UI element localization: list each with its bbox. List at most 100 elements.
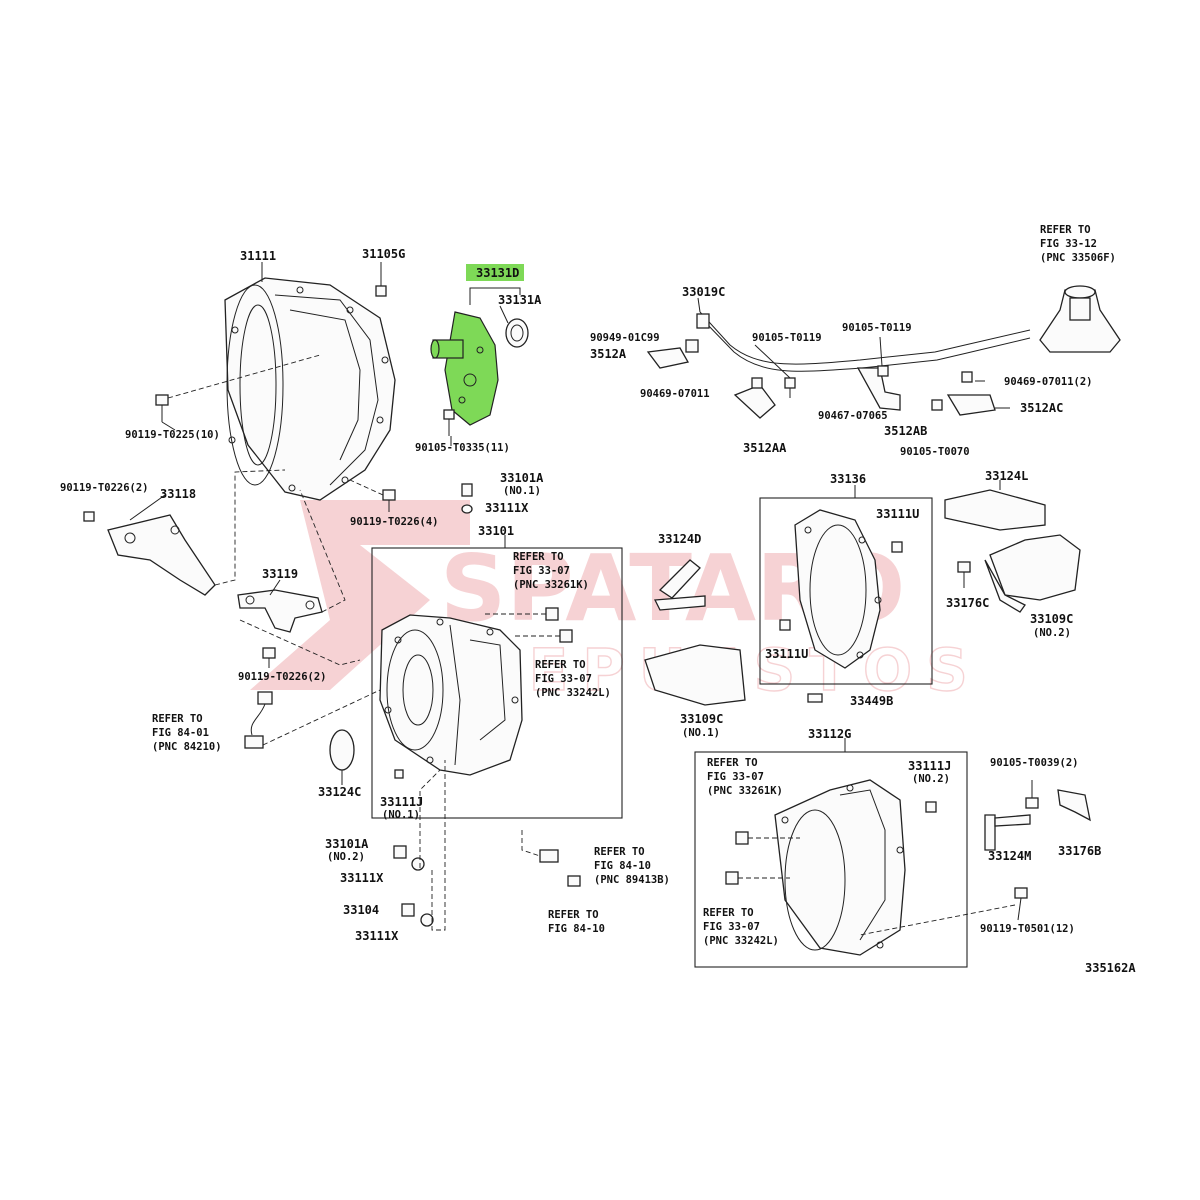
svg-text:REFER TO: REFER TO	[535, 659, 586, 671]
ref-top-right: REFER TO FIG 33-12 (PNC 33506F)	[1040, 224, 1116, 264]
label-33124M: 33124M	[988, 849, 1031, 863]
label-33111X-b2: 33111X	[355, 929, 399, 943]
label-33131A: 33131A	[498, 293, 542, 307]
svg-text:REFER TO: REFER TO	[152, 713, 203, 725]
svg-text:FIG 84-10: FIG 84-10	[594, 860, 651, 872]
bell-housing-31111	[224, 277, 396, 501]
svg-text:REFER TO: REFER TO	[707, 757, 758, 769]
label-33124D: 33124D	[658, 532, 701, 546]
label-33118: 33118	[160, 487, 196, 501]
label-3512AC: 3512AC	[1020, 401, 1063, 415]
bolt-33176C	[957, 561, 971, 588]
svg-text:(PNC 33506F): (PNC 33506F)	[1040, 252, 1116, 264]
ref-33261K-b: REFER TO FIG 33-07 (PNC 33261K)	[707, 757, 783, 797]
bracket-33124M	[984, 814, 1031, 851]
sleeve-33261K-b	[735, 831, 800, 845]
ref-89413B: REFER TO FIG 84-10 (PNC 89413B)	[594, 846, 670, 886]
shield-33124D	[653, 559, 706, 611]
bracket-3512A	[646, 347, 690, 369]
bolt-90105-T0335	[443, 409, 455, 436]
svg-text:FIG 33-07: FIG 33-07	[707, 771, 764, 783]
bolt-90119-T0501	[859, 887, 1028, 936]
label-33124C: 33124C	[318, 785, 361, 799]
bracket-3512AC	[931, 371, 996, 416]
svg-text:FIG 84-10: FIG 84-10	[548, 923, 605, 935]
svg-text:FIG 33-07: FIG 33-07	[513, 565, 570, 577]
svg-text:(PNC 33242L): (PNC 33242L)	[535, 687, 611, 699]
clip-90949-01C99	[685, 339, 699, 353]
label-31105G: 31105G	[362, 247, 405, 261]
label-33131D: 33131D	[476, 266, 519, 280]
extension-housing-33112G	[774, 779, 906, 956]
leader-lines	[129, 262, 1010, 785]
label-33104: 33104	[343, 903, 379, 917]
label-90467-07065: 90467-07065	[818, 410, 888, 422]
label-33111J-no2: 33111J	[908, 759, 951, 773]
label-33109C-no1: 33109C	[680, 712, 723, 726]
transmission-case-33101	[379, 614, 523, 776]
label-33111X-b1: 33111X	[340, 871, 384, 885]
label-33111X-top: 33111X	[485, 501, 529, 515]
oil-seal-33131A	[505, 318, 529, 348]
highlight-tag-33131D	[466, 264, 524, 281]
label-33119: 33119	[262, 567, 298, 581]
watermark-logo-shape	[250, 500, 470, 690]
bolt-90119-T0225	[155, 354, 321, 422]
svg-text:REFER TO: REFER TO	[513, 551, 564, 563]
label-33101: 33101	[478, 524, 514, 538]
pin-33111U-b	[779, 619, 791, 631]
label-90949-01C99: 90949-01C99	[590, 332, 660, 344]
bolt-31105G	[375, 268, 387, 297]
label-90105-T0070: 90105-T0070	[900, 446, 970, 458]
svg-text:FIG 33-07: FIG 33-07	[535, 673, 592, 685]
bracket-33119	[237, 589, 323, 633]
label-90105-T0119a: 90105-T0119	[752, 332, 822, 344]
sensor-89413B	[521, 830, 581, 887]
svg-text:FIG 33-07: FIG 33-07	[703, 921, 760, 933]
plug-33101A-no1	[461, 483, 473, 514]
ref-84-10: REFER TO FIG 84-10	[548, 909, 605, 935]
label-90119-T0226-4: 90119-T0226(4)	[350, 516, 439, 528]
oil-pump-33131D	[430, 311, 499, 426]
label-90119-T0501: 90119-T0501(12)	[980, 923, 1075, 935]
shift-rod-33019C	[696, 311, 1031, 372]
heat-insulator-33124L	[944, 489, 1046, 531]
label-90119-T0226-2b: 90119-T0226(2)	[238, 671, 327, 683]
pin-33111U-a	[891, 541, 903, 553]
shift-lever-retainer	[1039, 285, 1121, 353]
label-90119-T0226-2a: 90119-T0226(2)	[60, 482, 149, 494]
label-90469-07011b: 90469-07011(2)	[1004, 376, 1093, 388]
box-33112G-group	[694, 751, 968, 968]
label-33109C-no1-sub: (NO.1)	[682, 727, 720, 739]
bracket-33118	[83, 511, 216, 596]
reference-notes: REFER TO FIG 33-12 (PNC 33506F) REFER TO…	[152, 224, 1116, 947]
part-labels: 31111 31105G 33131D 33131A 90119-T0225(1…	[60, 247, 1136, 975]
plug-33104	[401, 903, 434, 927]
bolt-90105-T0119-a	[784, 377, 796, 398]
label-3512AB: 3512AB	[884, 424, 927, 438]
svg-text:(PNC 33242L): (PNC 33242L)	[703, 935, 779, 947]
plug-33101A-no2	[393, 845, 425, 871]
pin-33111J-no1	[394, 769, 404, 779]
svg-text:(PNC 33261K): (PNC 33261K)	[707, 785, 783, 797]
svg-text:REFER TO: REFER TO	[548, 909, 599, 921]
speed-sensor-84210	[244, 689, 381, 749]
label-33101A-no2: 33101A	[325, 837, 369, 851]
box-33101-group	[371, 547, 623, 819]
plate-33449B	[807, 693, 823, 703]
label-33124L: 33124L	[985, 469, 1028, 483]
svg-text:(PNC 33261K): (PNC 33261K)	[513, 579, 589, 591]
label-33109C-no2-sub: (NO.2)	[1033, 627, 1071, 639]
label-3512A: 3512A	[590, 347, 627, 361]
ref-33242L-a: REFER TO FIG 33-07 (PNC 33242L)	[535, 659, 611, 699]
pin-33111J-no2	[925, 801, 937, 813]
ref-33242L-b: REFER TO FIG 33-07 (PNC 33242L)	[703, 907, 779, 947]
box-33136-group	[759, 497, 933, 685]
label-90469-07011a: 90469-07011	[640, 388, 710, 400]
label-33019C: 33019C	[682, 285, 725, 299]
sleeve-33261K-a	[485, 607, 573, 643]
cover-33109C-no1	[644, 644, 746, 706]
svg-text:REFER TO: REFER TO	[594, 846, 645, 858]
label-3512AA: 3512AA	[743, 441, 787, 455]
